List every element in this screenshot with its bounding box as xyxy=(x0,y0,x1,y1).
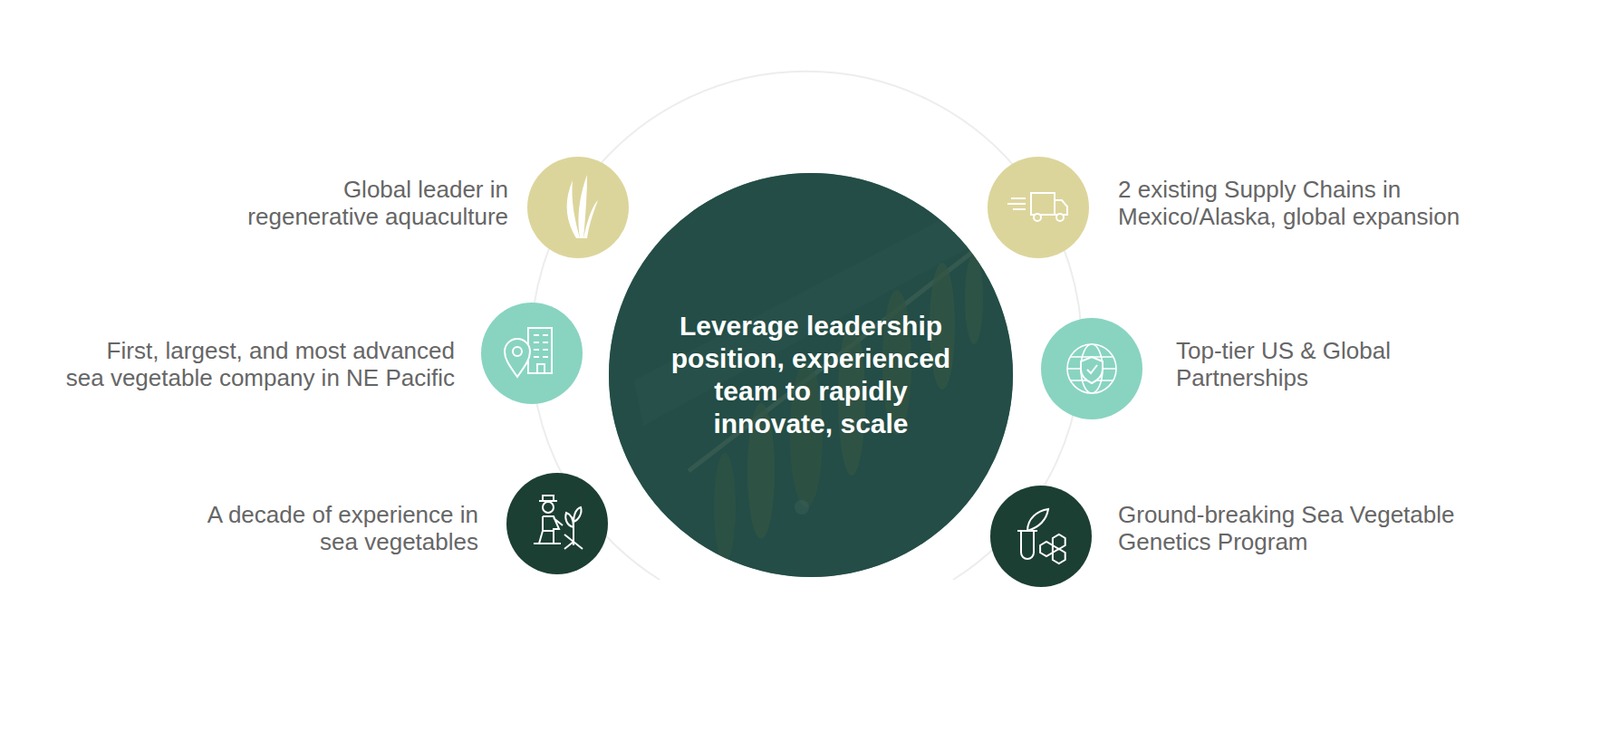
farmer-icon-part xyxy=(539,516,563,544)
kelp-photo xyxy=(597,163,1033,589)
icon-circle: Ground-breaking Sea Vegetable Genetics P… xyxy=(990,485,1092,588)
building-pin-icon-part xyxy=(528,327,552,374)
strength-label: Ground-breaking Sea Vegetable Genetics P… xyxy=(1118,501,1465,556)
circle-outline xyxy=(990,485,1092,588)
farmer-icon-part xyxy=(542,501,554,513)
genetics-icon-part xyxy=(1052,549,1066,564)
seaweed-icon-part xyxy=(567,180,580,239)
farmer-icon-part xyxy=(565,507,581,546)
circle-outline xyxy=(481,302,583,405)
circle-outline xyxy=(506,472,608,575)
text-holder: 2 existing Supply Chains in Mexico/Alask… xyxy=(1118,175,1467,231)
truck-icon xyxy=(1007,192,1068,222)
globe-shield-icon-part xyxy=(1067,344,1117,394)
circle-fill xyxy=(987,156,1090,259)
building-pin-icon-part xyxy=(504,338,531,377)
text-holder: Ground-breaking Sea Vegetable Genetics P… xyxy=(1118,501,1465,556)
genetics-icon xyxy=(1017,509,1066,564)
text-holder: First, largest, and most advanced sea ve… xyxy=(64,337,455,392)
strength-label: 2 existing Supply Chains in Mexico/Alask… xyxy=(1118,175,1467,231)
genetics-icon-part xyxy=(1052,534,1066,550)
center-circle: Leverage leadership position, experience… xyxy=(608,173,1013,578)
truck-icon-part xyxy=(1031,192,1055,215)
building-pin-icon-part xyxy=(512,346,522,357)
text-holder: Leverage leadership position, experience… xyxy=(608,173,1013,578)
seaweed-icon xyxy=(567,174,598,239)
circle-fill xyxy=(608,173,1013,578)
icon-circle: Global leader in regenerative aquacultur… xyxy=(527,156,629,259)
icon-circle: Top-tier US & Global Partnerships xyxy=(1040,318,1143,420)
seaweed-icon-part xyxy=(578,174,588,239)
farmer-icon-part xyxy=(539,495,558,502)
circle-fill xyxy=(527,156,629,259)
genetics-icon-part xyxy=(1017,530,1038,560)
truck-icon-part xyxy=(1056,213,1064,222)
farmer-icon-part xyxy=(533,542,561,545)
kelp-photo-part xyxy=(597,163,1033,589)
genetics-icon-part xyxy=(1040,541,1053,557)
guide-arc xyxy=(530,71,1082,580)
globe-shield-icon xyxy=(1067,344,1117,394)
strength-label: First, largest, and most advanced sea ve… xyxy=(64,337,455,392)
circle-outline xyxy=(1040,318,1143,420)
truck-icon-part xyxy=(1007,198,1026,210)
circle-fill xyxy=(990,485,1092,588)
truck-icon-part xyxy=(1033,213,1041,222)
text-holder: Global leader in regenerative aquacultur… xyxy=(237,175,509,231)
farmer-icon xyxy=(533,495,583,550)
circle-fill xyxy=(506,472,608,575)
truck-icon-part xyxy=(1054,200,1068,215)
strength-label: Top-tier US & Global Partnerships xyxy=(1175,337,1403,392)
strength-label: A decade of experience in sea vegetables xyxy=(188,501,479,556)
circle-fill xyxy=(1040,318,1143,420)
globe-shield-icon-part xyxy=(1067,356,1117,381)
text-holder: Top-tier US & Global Partnerships xyxy=(1175,337,1403,392)
icon-circle: 2 existing Supply Chains in Mexico/Alask… xyxy=(987,156,1090,259)
globe-shield-icon-part xyxy=(1080,344,1103,394)
strength-label: Global leader in regenerative aquacultur… xyxy=(237,175,509,231)
building-pin-icon-part xyxy=(533,335,549,374)
genetics-icon-part xyxy=(1027,509,1049,531)
globe-shield-icon-part xyxy=(1087,365,1098,374)
circle-outline xyxy=(987,156,1090,259)
circle-outline xyxy=(608,173,1013,578)
farmer-icon-part xyxy=(564,534,583,550)
center-statement: Leverage leadership position, experience… xyxy=(668,309,955,441)
circle-fill xyxy=(481,302,583,405)
text-holder: A decade of experience in sea vegetables xyxy=(188,501,479,556)
globe-shield-icon-part xyxy=(1080,356,1103,384)
building-pin-icon xyxy=(504,327,552,377)
icon-circle: A decade of experience in sea vegetables xyxy=(506,472,608,575)
seaweed-icon-part xyxy=(583,200,598,239)
icon-circle: First, largest, and most advanced sea ve… xyxy=(481,302,583,405)
circle-outline xyxy=(527,156,629,259)
